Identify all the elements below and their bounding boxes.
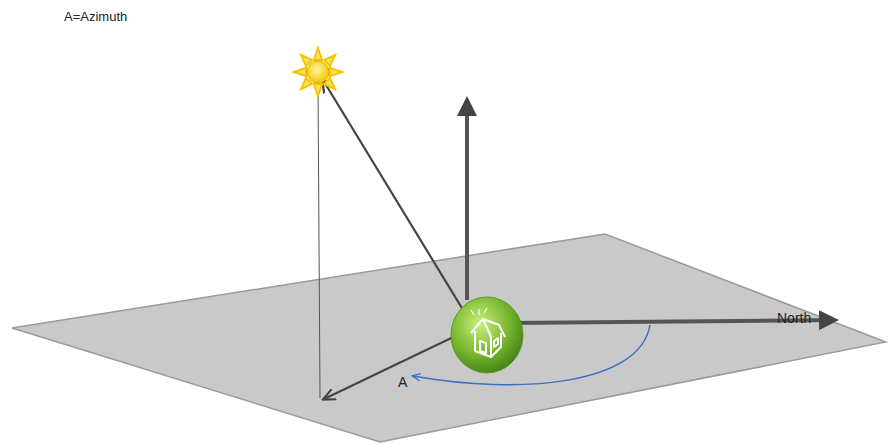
projection-line [318,82,320,398]
house-icon [451,297,523,373]
projection-arrow [324,330,468,399]
ground-plane [12,234,886,442]
zenith-arrow [465,100,469,300]
sun-symbol [294,48,342,96]
diagram-title: A=Azimuth [64,10,127,24]
sun-vector [323,80,468,318]
angle-label: A [398,375,407,390]
azimuth-arc [413,325,650,385]
direction-label: North [777,311,811,326]
